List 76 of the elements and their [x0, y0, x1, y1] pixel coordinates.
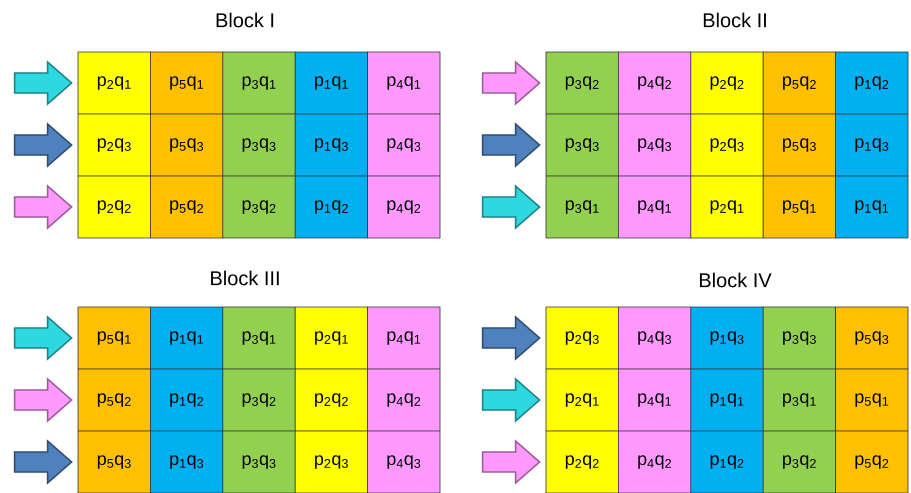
- grid-cell: p$_{4}$q$_{3}$: [367, 430, 440, 493]
- grid-cell: p$_{3}$q$_{1}$: [222, 306, 296, 370]
- block-arrow: [14, 60, 73, 106]
- grid-cell: p$_{2}$q$_{2}$: [294, 368, 368, 432]
- grid-cell: p$_{3}$q$_{2}$: [222, 176, 296, 238]
- grid-cell: p$_{4}$q$_{1}$: [367, 52, 440, 114]
- grid-cell: p$_{1}$q$_{2}$: [835, 52, 908, 114]
- grid-cell: p$_{1}$q$_{3}$: [690, 306, 764, 370]
- grid-cell: p$_{1}$q$_{1}$: [690, 368, 764, 432]
- grid-cell: p$_{1}$q$_{2}$: [294, 176, 368, 238]
- grid-cell: p$_{4}$q$_{3}$: [367, 114, 440, 176]
- block-arrow: [14, 315, 73, 361]
- block-arrow: [14, 377, 73, 423]
- grid-cell: p$_{5}$q$_{2}$: [150, 176, 224, 238]
- block-arrow: [482, 377, 541, 423]
- grid-cell: p$_{3}$q$_{2}$: [546, 52, 619, 114]
- block-title: Block II: [704, 12, 766, 28]
- block-title: Block I: [216, 12, 274, 28]
- grid-cell: p$_{4}$q$_{2}$: [618, 52, 692, 114]
- block-arrow: [14, 439, 73, 485]
- grid-cell: p$_{5}$q$_{2}$: [78, 368, 151, 432]
- grid-cell: p$_{4}$q$_{3}$: [618, 306, 692, 370]
- grid-cell: p$_{3}$q$_{3}$: [546, 114, 619, 176]
- grid-cell: p$_{2}$q$_{1}$: [78, 52, 151, 114]
- grid-cell: p$_{5}$q$_{2}$: [835, 430, 908, 493]
- grid-cell: p$_{3}$q$_{1}$: [222, 52, 296, 114]
- grid-cell: p$_{2}$q$_{3}$: [690, 114, 764, 176]
- grid-cell: p$_{2}$q$_{1}$: [546, 368, 619, 432]
- grid-cell: p$_{1}$q$_{2}$: [150, 368, 224, 432]
- grid-cell: p$_{3}$q$_{3}$: [222, 430, 296, 493]
- grid-cell: p$_{5}$q$_{1}$: [762, 176, 836, 238]
- grid-cell: p$_{4}$q$_{1}$: [618, 368, 692, 432]
- block-arrow: [482, 122, 541, 168]
- grid-cell: p$_{3}$q$_{2}$: [762, 430, 836, 493]
- grid-cell: p$_{5}$q$_{1}$: [78, 306, 151, 370]
- block-arrow: [14, 184, 73, 230]
- grid-cell: p$_{4}$q$_{1}$: [367, 306, 440, 370]
- grid-cell: p$_{2}$q$_{3}$: [546, 306, 619, 370]
- block-arrow: [482, 60, 541, 106]
- grid-cell: p$_{4}$q$_{2}$: [367, 176, 440, 238]
- grid-cell: p$_{5}$q$_{3}$: [150, 114, 224, 176]
- grid-cell: p$_{5}$q$_{2}$: [762, 52, 836, 114]
- grid-cell: p$_{3}$q$_{1}$: [762, 368, 836, 432]
- grid-cell: p$_{2}$q$_{2}$: [690, 52, 764, 114]
- grid-cell: p$_{1}$q$_{2}$: [690, 430, 764, 493]
- block-title: Block III: [211, 270, 279, 286]
- grid-cell: p$_{4}$q$_{1}$: [618, 176, 692, 238]
- block-arrow: [482, 439, 541, 485]
- grid-cell: p$_{1}$q$_{1}$: [294, 52, 368, 114]
- grid-cell: p$_{5}$q$_{3}$: [78, 430, 151, 493]
- grid-cell: p$_{4}$q$_{3}$: [618, 114, 692, 176]
- block-arrow: [14, 122, 73, 168]
- grid-cell: p$_{2}$q$_{2}$: [546, 430, 619, 493]
- grid-cell: p$_{1}$q$_{1}$: [150, 306, 224, 370]
- grid-cell: p$_{5}$q$_{1}$: [835, 368, 908, 432]
- grid-cell: p$_{1}$q$_{3}$: [835, 114, 908, 176]
- grid-cell: p$_{3}$q$_{3}$: [222, 114, 296, 176]
- grid-cell: p$_{5}$q$_{1}$: [150, 52, 224, 114]
- grid-cell: p$_{3}$q$_{3}$: [762, 306, 836, 370]
- block-arrow: [482, 184, 541, 230]
- grid-cell: p$_{5}$q$_{3}$: [835, 306, 908, 370]
- grid-cell: p$_{4}$q$_{2}$: [618, 430, 692, 493]
- block-title: Block IV: [700, 272, 772, 288]
- grid-cell: p$_{5}$q$_{3}$: [762, 114, 836, 176]
- grid-cell: p$_{2}$q$_{1}$: [294, 306, 368, 370]
- grid-cell: p$_{2}$q$_{1}$: [690, 176, 764, 238]
- grid-cell: p$_{4}$q$_{2}$: [367, 368, 440, 432]
- grid-cell: p$_{2}$q$_{2}$: [78, 176, 151, 238]
- grid-cell: p$_{1}$q$_{1}$: [835, 176, 908, 238]
- grid-cell: p$_{1}$q$_{3}$: [294, 114, 368, 176]
- grid-cell: p$_{3}$q$_{2}$: [222, 368, 296, 432]
- grid-cell: p$_{2}$q$_{3}$: [78, 114, 151, 176]
- grid-cell: p$_{3}$q$_{1}$: [546, 176, 619, 238]
- grid-cell: p$_{2}$q$_{3}$: [294, 430, 368, 493]
- grid-cell: p$_{1}$q$_{3}$: [150, 430, 224, 493]
- block-arrow: [482, 315, 541, 361]
